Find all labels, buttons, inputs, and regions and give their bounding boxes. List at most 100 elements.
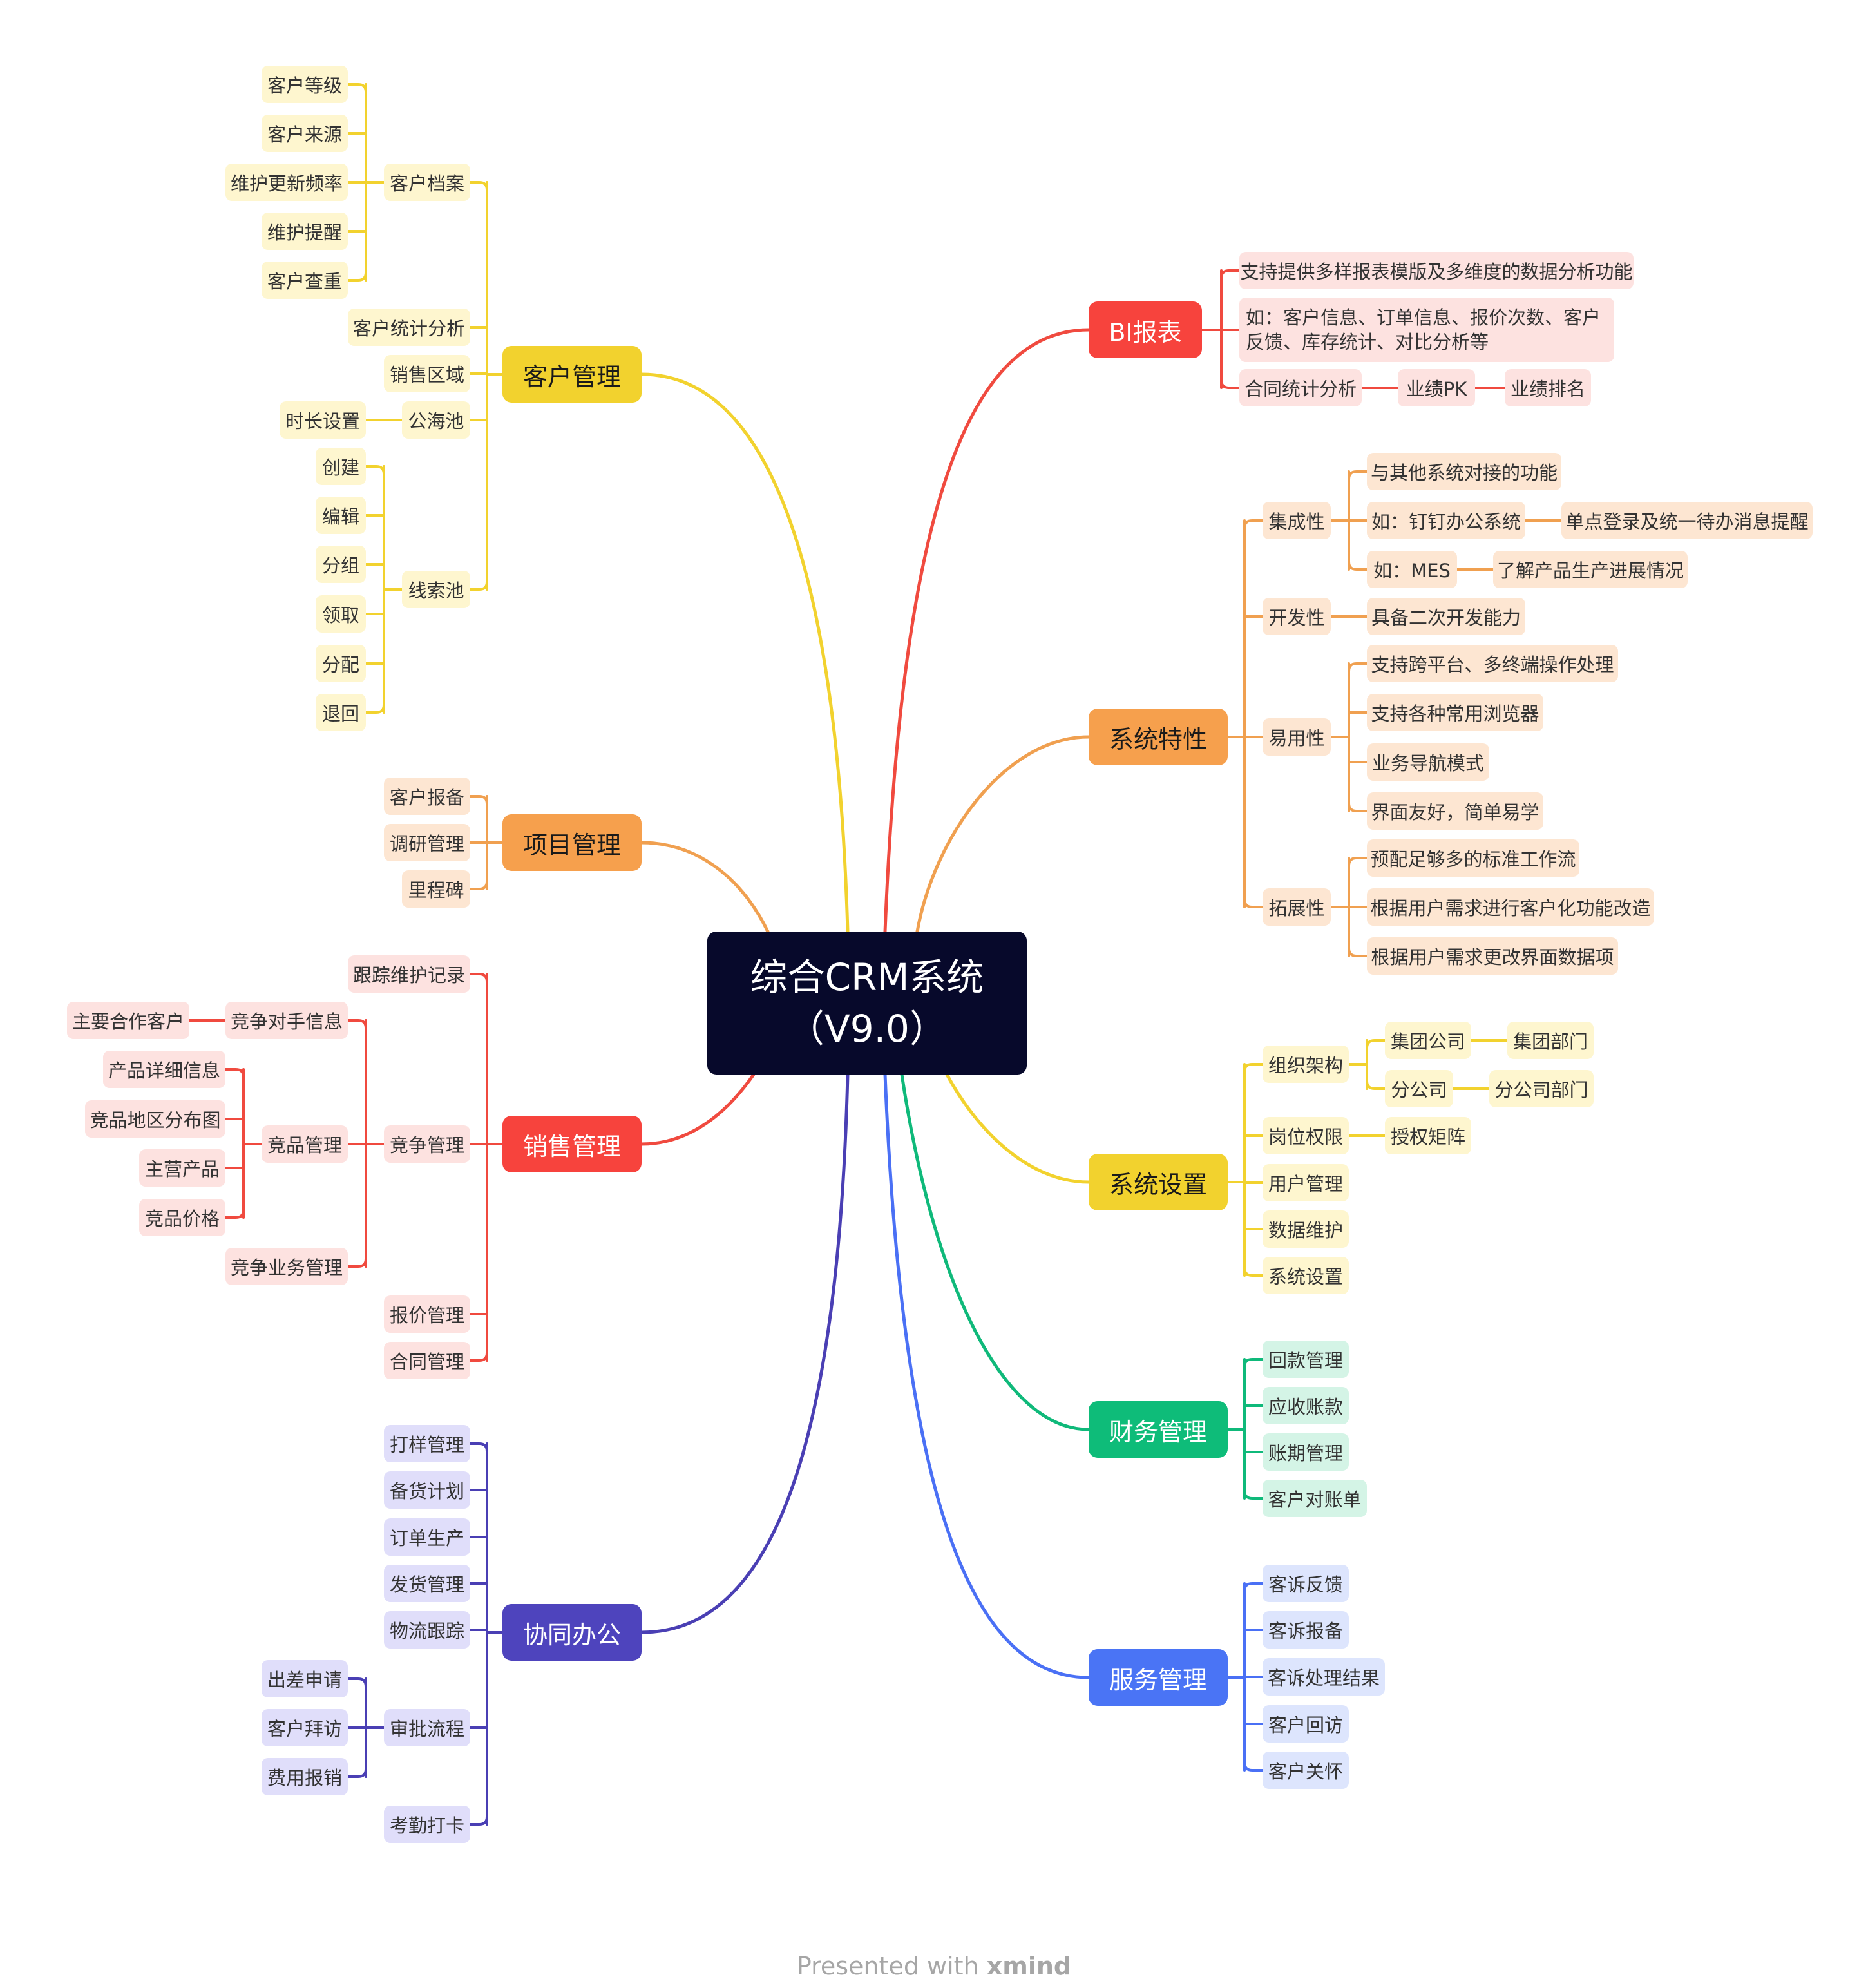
node-service-4[interactable]: 客户关怀 — [1263, 1752, 1349, 1789]
leaf-duration-setting[interactable]: 时长设置 — [280, 401, 366, 439]
leaf-lead-5[interactable]: 退回 — [316, 694, 366, 731]
node-bi-report-templates[interactable]: 支持提供多样报表模版及多维度的数据分析功能 — [1239, 252, 1634, 289]
node-bi-examples[interactable]: 如：客户信息、订单信息、报价次数、客户反馈、库存统计、对比分析等 — [1239, 298, 1614, 362]
leaf-branch-department[interactable]: 分公司部门 — [1489, 1070, 1594, 1107]
node-finance-0[interactable]: 回款管理 — [1263, 1341, 1349, 1378]
br-usability-3 — [1348, 736, 1368, 812]
node-service-0[interactable]: 客诉反馈 — [1263, 1565, 1349, 1602]
topic-service-management[interactable]: 服务管理 — [1089, 1649, 1228, 1706]
node-usability[interactable]: 易用性 — [1263, 718, 1331, 756]
leaf-product-details[interactable]: 产品详细信息 — [103, 1051, 225, 1088]
leaf-single-sign-on[interactable]: 单点登录及统一待办消息提醒 — [1561, 502, 1813, 539]
leaf-group-company[interactable]: 集团公司 — [1385, 1022, 1471, 1059]
topic-customer-management[interactable]: 客户管理 — [502, 346, 642, 403]
node-service-2[interactable]: 客诉处理结果 — [1263, 1658, 1385, 1696]
node-performance-ranking[interactable]: 业绩排名 — [1505, 369, 1591, 406]
node-competing-products[interactable]: 竞品管理 — [262, 1125, 348, 1163]
leaf-lead-2[interactable]: 分组 — [316, 546, 366, 583]
node-competitor-info[interactable]: 竞争对手信息 — [225, 1002, 348, 1039]
leaf-production-progress[interactable]: 了解产品生产进展情况 — [1493, 551, 1688, 588]
br-competition-0 — [347, 1019, 367, 1145]
node-contract-statistics[interactable]: 合同统计分析 — [1239, 369, 1362, 406]
node-openness[interactable]: 开发性 — [1263, 598, 1331, 635]
node-collab-item-3[interactable]: 发货管理 — [384, 1565, 470, 1602]
leaf-secondary-development[interactable]: 具备二次开发能力 — [1367, 598, 1525, 635]
topic-finance-management[interactable]: 财务管理 — [1089, 1401, 1228, 1458]
topic-system-settings[interactable]: 系统设置 — [1089, 1154, 1228, 1210]
leaf-customer-level[interactable]: 客户等级 — [262, 66, 348, 103]
leaf-major-partner[interactable]: 主要合作客户 — [67, 1002, 189, 1039]
node-attendance[interactable]: 考勤打卡 — [384, 1806, 470, 1843]
leaf-usability-2[interactable]: 业务导航模式 — [1367, 743, 1489, 781]
leaf-extensibility-1[interactable]: 根据用户需求进行客户化功能改造 — [1367, 888, 1654, 926]
br-extensibility-2 — [1348, 906, 1368, 957]
leaf-authorization-matrix[interactable]: 授权矩阵 — [1385, 1117, 1471, 1154]
node-lead-pool[interactable]: 线索池 — [402, 571, 470, 608]
node-approval-flow[interactable]: 审批流程 — [384, 1709, 470, 1746]
node-finance-2[interactable]: 账期管理 — [1263, 1433, 1349, 1471]
node-system-settings-leaf[interactable]: 系统设置 — [1263, 1257, 1349, 1294]
leaf-branch-company[interactable]: 分公司 — [1385, 1070, 1453, 1107]
node-milestone[interactable]: 里程碑 — [402, 870, 470, 908]
central-topic[interactable]: 综合CRM系统 （V9.0） — [707, 932, 1027, 1075]
leaf-main-products[interactable]: 主营产品 — [139, 1149, 225, 1187]
topic-bi-report[interactable]: BI报表 — [1089, 301, 1202, 358]
node-finance-1[interactable]: 应收账款 — [1263, 1387, 1349, 1424]
node-data-maintenance[interactable]: 数据维护 — [1263, 1210, 1349, 1248]
node-service-3[interactable]: 客户回访 — [1263, 1705, 1349, 1743]
leaf-business-trip[interactable]: 出差申请 — [262, 1660, 348, 1697]
node-research-management[interactable]: 调研管理 — [384, 824, 470, 861]
node-integration[interactable]: 集成性 — [1263, 502, 1331, 539]
leaf-dingtalk[interactable]: 如：钉钉办公系统 — [1367, 502, 1525, 539]
leaf-usability-3[interactable]: 界面友好，简单易学 — [1367, 792, 1543, 830]
node-org-structure[interactable]: 组织架构 — [1263, 1046, 1349, 1083]
leaf-usability-1[interactable]: 支持各种常用浏览器 — [1367, 694, 1543, 731]
node-tracking-record[interactable]: 跟踪维护记录 — [348, 955, 470, 993]
topic-collaboration[interactable]: 协同办公 — [502, 1604, 642, 1661]
node-finance-3[interactable]: 客户对账单 — [1263, 1480, 1367, 1517]
node-user-management[interactable]: 用户管理 — [1263, 1164, 1349, 1201]
br-competing-products-3 — [224, 1143, 245, 1219]
node-quotation[interactable]: 报价管理 — [384, 1295, 470, 1333]
leaf-extensibility-2[interactable]: 根据用户需求更改界面数据项 — [1367, 937, 1618, 975]
node-sales-region[interactable]: 销售区域 — [384, 355, 470, 392]
node-public-pool[interactable]: 公海池 — [402, 401, 470, 439]
node-performance-pk[interactable]: 业绩PK — [1398, 369, 1475, 406]
topic-sales-management[interactable]: 销售管理 — [502, 1116, 642, 1172]
node-position-permission[interactable]: 岗位权限 — [1263, 1117, 1349, 1154]
node-competitive-business[interactable]: 竞争业务管理 — [225, 1248, 348, 1285]
leaf-maintain-reminder[interactable]: 维护提醒 — [262, 213, 348, 250]
leaf-lead-4[interactable]: 分配 — [316, 645, 366, 682]
leaf-extensibility-0[interactable]: 预配足够多的标准工作流 — [1367, 839, 1579, 877]
node-collab-item-0[interactable]: 打样管理 — [384, 1425, 470, 1462]
leaf-customer-source[interactable]: 客户来源 — [262, 115, 348, 152]
topic-project-management[interactable]: 项目管理 — [502, 814, 642, 871]
topic-system-features[interactable]: 系统特性 — [1089, 709, 1228, 765]
leaf-usability-0[interactable]: 支持跨平台、多终端操作处理 — [1367, 645, 1618, 682]
leaf-system-integration[interactable]: 与其他系统对接的功能 — [1367, 453, 1561, 490]
node-service-1[interactable]: 客诉报备 — [1263, 1611, 1349, 1649]
node-contract[interactable]: 合同管理 — [384, 1342, 470, 1379]
leaf-region-distribution[interactable]: 竞品地区分布图 — [85, 1100, 225, 1138]
node-collab-item-4[interactable]: 物流跟踪 — [384, 1611, 470, 1649]
connector-lines — [188, 83, 1563, 1826]
leaf-update-frequency[interactable]: 维护更新频率 — [225, 164, 348, 201]
node-customer-filing[interactable]: 客户报备 — [384, 778, 470, 815]
leaf-lead-0[interactable]: 创建 — [316, 448, 366, 485]
node-collab-item-1[interactable]: 备货计划 — [384, 1471, 470, 1509]
node-customer-profile[interactable]: 客户档案 — [384, 164, 470, 201]
leaf-lead-1[interactable]: 编辑 — [316, 497, 366, 534]
br-project-0 — [469, 795, 488, 844]
leaf-customer-visit[interactable]: 客户拜访 — [262, 1709, 348, 1746]
node-collab-item-2[interactable]: 订单生产 — [384, 1518, 470, 1556]
leaf-group-department[interactable]: 集团部门 — [1507, 1022, 1594, 1059]
leaf-customer-dedupe[interactable]: 客户查重 — [262, 262, 348, 299]
node-customer-statistics[interactable]: 客户统计分析 — [348, 309, 470, 346]
node-competition-management[interactable]: 竞争管理 — [384, 1125, 470, 1163]
leaf-mes[interactable]: 如：MES — [1367, 551, 1457, 588]
curve-finance — [900, 1073, 1091, 1431]
node-extensibility[interactable]: 拓展性 — [1263, 888, 1331, 926]
leaf-lead-3[interactable]: 领取 — [316, 595, 366, 633]
leaf-expense-claim[interactable]: 费用报销 — [262, 1758, 348, 1795]
leaf-competitor-price[interactable]: 竞品价格 — [139, 1199, 225, 1236]
